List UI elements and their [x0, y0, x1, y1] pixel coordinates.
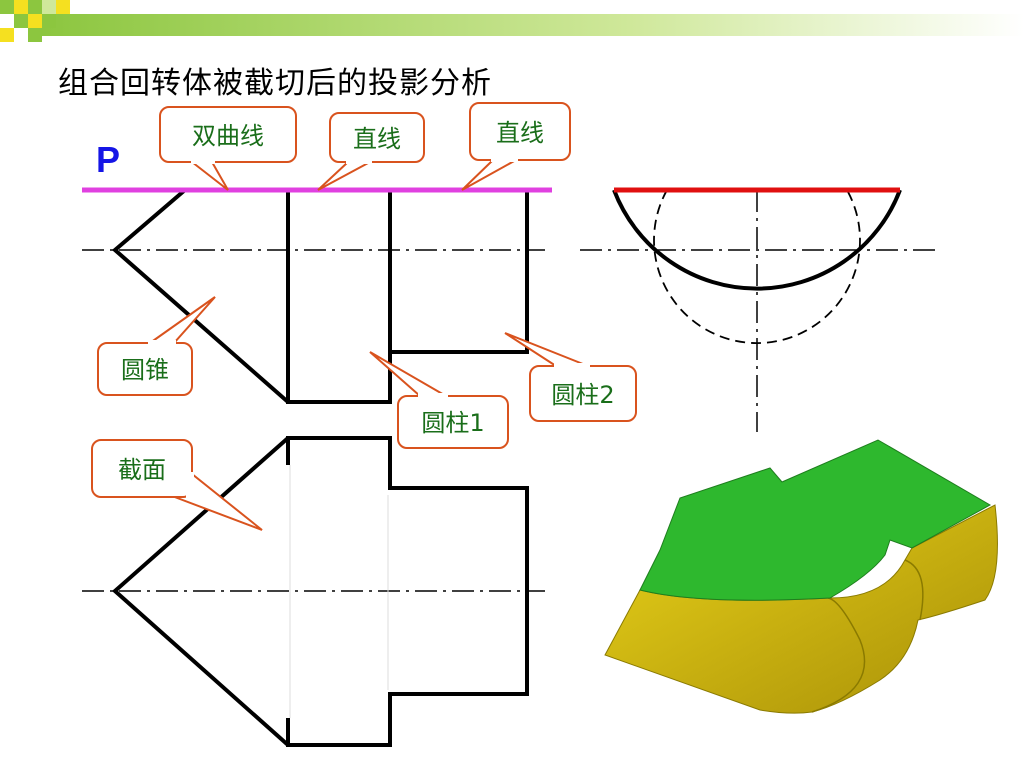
callout-label: 直线 — [496, 119, 544, 147]
hidden-circle — [653, 189, 861, 344]
section-outline — [286, 436, 529, 747]
callout-label: 双曲线 — [192, 122, 264, 150]
cone-section-outline — [111, 436, 290, 747]
page-title: 组合回转体被截切后的投影分析 — [58, 66, 492, 101]
plane-label: P — [96, 139, 120, 180]
callout-cylinder1: 圆柱1 — [369, 351, 509, 449]
3d-model-illustration — [604, 439, 998, 714]
callout-label: 圆柱1 — [421, 409, 484, 437]
top-view — [82, 436, 545, 747]
cone-outline — [111, 188, 290, 404]
callout-label: 直线 — [353, 125, 401, 153]
callout-line-2: 直线 — [461, 102, 571, 191]
top-gradient-bar — [0, 0, 1024, 42]
section-face — [639, 439, 992, 601]
callout-label: 圆锥 — [121, 356, 169, 384]
cylinder-step-edge — [904, 559, 924, 621]
callout-line-1: 直线 — [317, 112, 425, 191]
callout-label: 截面 — [118, 456, 166, 484]
front-view: P — [82, 139, 552, 404]
callout-cone: 圆锥 — [97, 296, 216, 396]
body-edge — [811, 597, 866, 713]
callout-hyperbola: 双曲线 — [159, 106, 297, 191]
side-view — [580, 187, 935, 432]
callout-label: 圆柱2 — [551, 381, 614, 409]
checker-squares-icon — [0, 0, 70, 42]
cylinder-arc — [612, 189, 902, 291]
callout-section: 截面 — [91, 439, 263, 531]
cylinder2-outline — [390, 190, 529, 354]
cylinder1-outline — [286, 190, 392, 404]
callout-cylinder2: 圆柱2 — [504, 332, 637, 422]
